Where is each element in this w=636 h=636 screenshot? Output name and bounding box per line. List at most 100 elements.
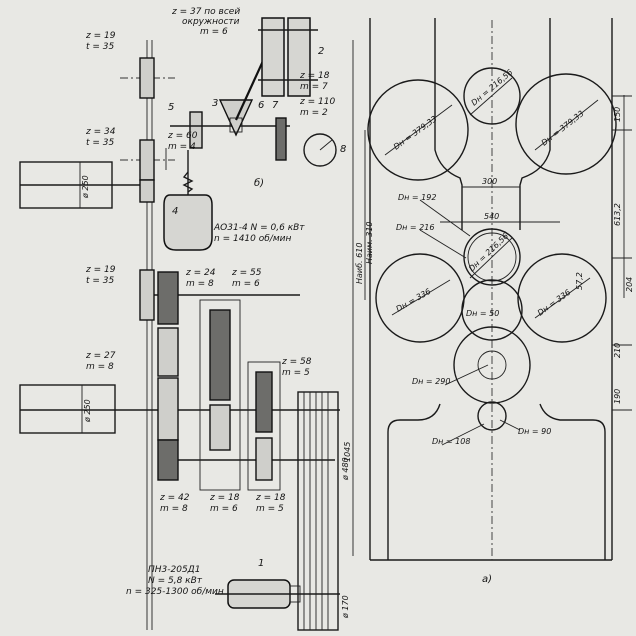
leader-D379-left <box>384 104 453 156</box>
gear-D50 <box>461 279 523 341</box>
part-number-2: 2 <box>318 46 324 57</box>
part-number-3: 3 <box>212 98 218 109</box>
note-max-610: Наиб. 610 <box>355 243 364 284</box>
part-number-7: 7 <box>272 100 279 111</box>
dim-1045: 1045 <box>343 442 352 462</box>
gear-stack-lower <box>157 377 179 441</box>
leader-D192 <box>419 199 471 237</box>
sprocket-mid <box>139 269 155 321</box>
gear-D216-inner <box>467 232 517 282</box>
label-D379-left: Dн = 379,33 <box>392 114 439 151</box>
label-D290: Dн = 290 <box>412 377 450 386</box>
part-number-4: 4 <box>172 206 178 217</box>
gear-D379-left <box>367 79 469 181</box>
gear-D290-hub <box>477 350 507 380</box>
part-number-1: 1 <box>258 558 264 569</box>
motor-top <box>163 194 213 251</box>
dim-label-motor-pulley: ø 170 <box>341 595 350 619</box>
sprocket-3 <box>139 179 155 203</box>
label-D192: Dн = 192 <box>398 193 436 202</box>
gear-frame-mid <box>199 299 241 491</box>
leader-D379-right <box>534 99 599 151</box>
view-label-a: а) <box>482 574 492 585</box>
gear-layout <box>352 18 632 561</box>
dim-210: 210 <box>613 343 622 358</box>
label-D216-mid: Dн = 216,56 <box>467 231 510 273</box>
part-5-sleeve <box>189 111 203 149</box>
leader-D216 <box>419 229 467 259</box>
view-label-b: б) <box>254 177 264 189</box>
dim-204: 204 <box>625 277 634 292</box>
part-2-drum-right <box>287 17 311 97</box>
gear-z42 <box>157 439 179 481</box>
gear-D290 <box>453 326 531 404</box>
gear-D379-right <box>515 73 617 175</box>
dim-label-upper-drum: ø 250 <box>81 175 90 199</box>
kinematic-scheme <box>19 17 340 631</box>
label-D336-left: Dн = 336 <box>395 287 433 314</box>
gear-z55 <box>209 309 231 401</box>
housing-bottom-right <box>539 403 606 560</box>
dim-300: 300 <box>482 177 497 186</box>
sprocket-top <box>139 57 155 99</box>
leader-D90 <box>499 419 521 431</box>
dim-150: 150 <box>613 107 622 122</box>
label-D336-right: Dн = 336 <box>536 288 572 318</box>
dim-540: 540 <box>484 212 499 221</box>
leader-D336-left <box>391 279 451 316</box>
dim-613: 613,2 <box>613 203 622 226</box>
leader-D336-right <box>534 277 591 319</box>
housing-bottom-left <box>387 403 441 560</box>
gear-z18-m7 <box>275 117 287 161</box>
gear-z58 <box>255 371 273 433</box>
part-8-dial <box>303 133 337 167</box>
label-D216: Dн = 216 <box>396 223 434 232</box>
gear-D216-top <box>463 67 521 125</box>
leader-D216-top <box>469 77 513 116</box>
dim-190: 190 <box>613 389 622 404</box>
housing-inner-right <box>519 18 551 230</box>
upper-drum <box>19 161 113 209</box>
gear-D336-right <box>517 253 607 343</box>
label-D379-right: Dн = 379,33 <box>540 109 586 148</box>
part-2-drum-left <box>261 17 285 97</box>
part-number-8: 8 <box>340 144 346 155</box>
part-number-5: 5 <box>168 102 174 113</box>
output-belt-drum <box>297 391 339 631</box>
gear-z18-m6 <box>209 404 231 451</box>
lower-drum <box>19 384 116 434</box>
label-D108: Dн = 108 <box>432 437 470 446</box>
leader-D290 <box>444 364 489 386</box>
label-D50: Dн = 50 <box>466 309 499 318</box>
leader-D108 <box>441 423 485 446</box>
housing-inner-left <box>434 18 463 230</box>
gear-D108 <box>477 401 507 431</box>
dim-label-belt-drum: ø 480 <box>341 457 350 481</box>
leader-D216-mid <box>469 237 513 279</box>
part-number-6: 6 <box>258 100 264 111</box>
gear-frame-right <box>247 361 281 491</box>
dim-label-lower-drum: ø 250 <box>83 399 92 423</box>
gear-z18-m5 <box>255 437 273 481</box>
gear-z19 <box>157 271 179 325</box>
label-D90: Dн = 90 <box>518 427 551 436</box>
